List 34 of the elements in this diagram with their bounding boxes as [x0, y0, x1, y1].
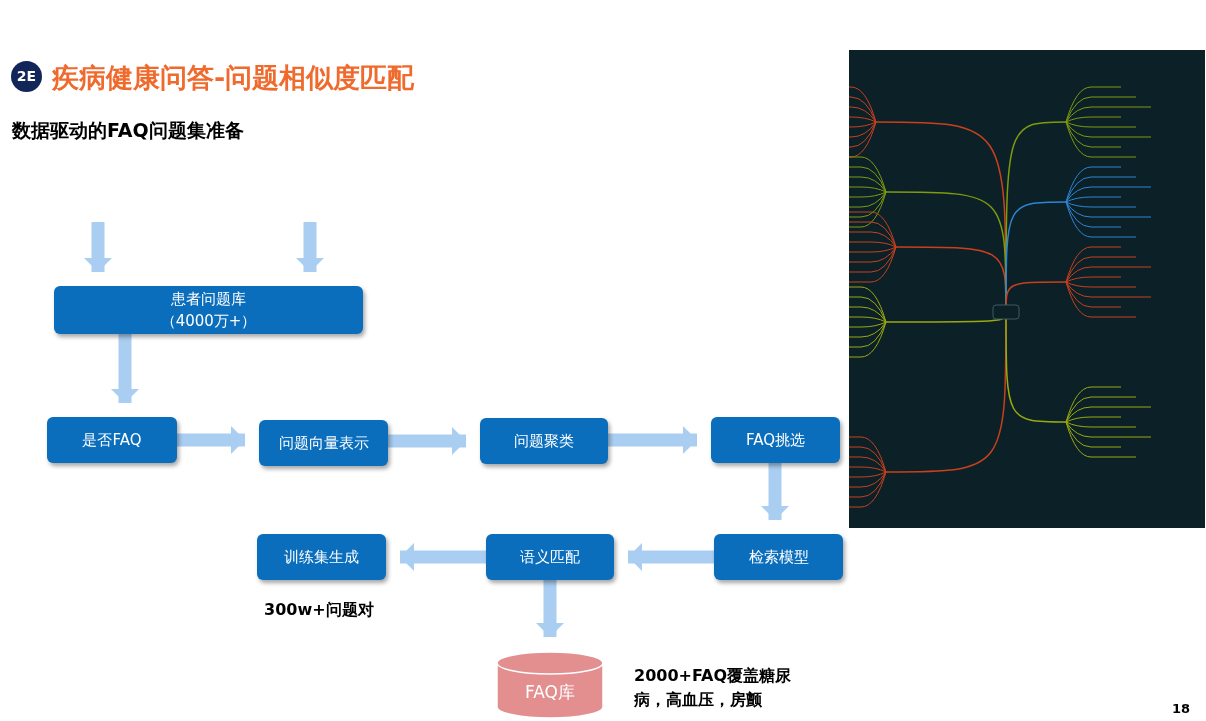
block-arrow	[400, 543, 486, 571]
process-box	[257, 534, 386, 580]
process-box	[714, 534, 843, 580]
node-text: FAQ挑选	[745, 430, 806, 451]
process-box	[259, 420, 388, 466]
block-arrow	[177, 426, 245, 454]
block-arrow	[296, 222, 324, 272]
node-text: 问题向量表示	[278, 433, 369, 454]
note-text: 300w+问题对	[264, 599, 375, 621]
process-box	[486, 534, 614, 580]
note-text: 2000+FAQ覆盖糖尿病，高血压，房颤	[634, 665, 792, 711]
node-text: 是否FAQ	[82, 430, 142, 451]
block-arrow	[388, 427, 466, 455]
block-arrow	[111, 334, 139, 403]
page-number: 18	[1172, 700, 1191, 718]
process-box	[54, 286, 363, 334]
node-text: （4000万+）	[160, 311, 257, 332]
block-arrow	[608, 426, 697, 454]
block-arrow	[84, 222, 112, 272]
node-text: 患者问题库	[171, 289, 246, 310]
block-arrow	[536, 580, 564, 637]
block-arrow	[761, 463, 789, 520]
node-text: 问题聚类	[514, 431, 574, 452]
node-text: 语义匹配	[520, 547, 580, 568]
subtitle: 数据驱动的FAQ问题集准备	[12, 118, 244, 143]
node-text: FAQ库	[525, 681, 575, 705]
section-badge: 2E	[11, 61, 42, 92]
page-title: 疾病健康问答-问题相似度匹配	[52, 61, 415, 95]
block-arrow	[628, 543, 714, 571]
node-text: 检索模型	[748, 547, 809, 568]
node-text: 训练集生成	[284, 547, 359, 568]
process-box	[480, 418, 608, 464]
process-box	[47, 417, 177, 463]
process-box	[711, 417, 840, 463]
